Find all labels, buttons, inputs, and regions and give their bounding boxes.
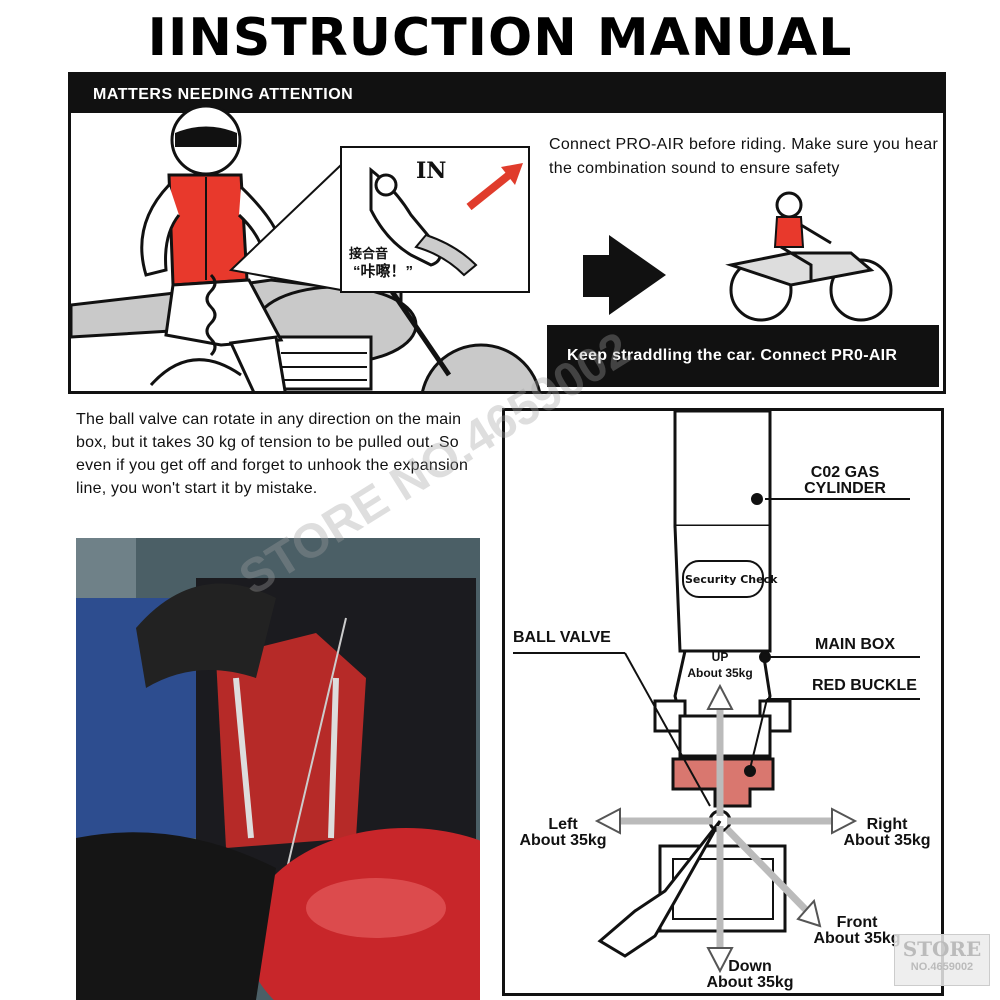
sound-word-cn: “咔嚓！”	[353, 263, 414, 280]
in-label: IN	[416, 158, 447, 184]
left-label: Left	[548, 816, 578, 833]
security-check-label: Security Check	[685, 573, 778, 586]
up-label: UP	[711, 650, 729, 664]
stamp-line1: STORE	[902, 937, 982, 961]
store-stamp: STORE NO.4659002	[894, 934, 990, 986]
buckle-diagram: C02 GAS CYLINDER Security Check BALL VAL…	[502, 408, 944, 996]
page-title: IINSTRUCTION MANUAL	[147, 8, 853, 68]
co2-label-line2: CYLINDER	[804, 480, 886, 497]
main-box-label: MAIN BOX	[815, 636, 895, 653]
down-force-label: About 35kg	[706, 974, 794, 991]
attention-panel: MATTERS NEEDING ATTENTION	[68, 72, 946, 394]
stamp-line2: NO.4659002	[910, 961, 974, 973]
up-force-label: About 35kg	[687, 666, 753, 680]
buckle-drawing	[513, 411, 920, 974]
ball-valve-label: BALL VALVE	[513, 629, 611, 646]
front-force-label: About 35kg	[813, 930, 901, 947]
left-force-label: About 35kg	[519, 832, 607, 849]
rider-illustration	[71, 104, 893, 391]
down-label: Down	[728, 958, 772, 975]
keep-straddling-box: Keep straddling the car. Connect PR0-AIR	[547, 325, 939, 387]
red-buckle-label: RED BUCKLE	[812, 677, 917, 694]
ball-valve-description: The ball valve can rotate in any directi…	[76, 411, 469, 497]
right-force-label: About 35kg	[843, 832, 931, 849]
co2-label-line1: C02 GAS	[810, 464, 880, 481]
rider-photo	[76, 538, 480, 1000]
connect-instruction: Connect PRO-AIR before riding. Make sure…	[549, 136, 939, 177]
sound-label-cn: 接合音	[349, 246, 389, 261]
front-label: Front	[836, 914, 878, 931]
right-label: Right	[866, 816, 908, 833]
